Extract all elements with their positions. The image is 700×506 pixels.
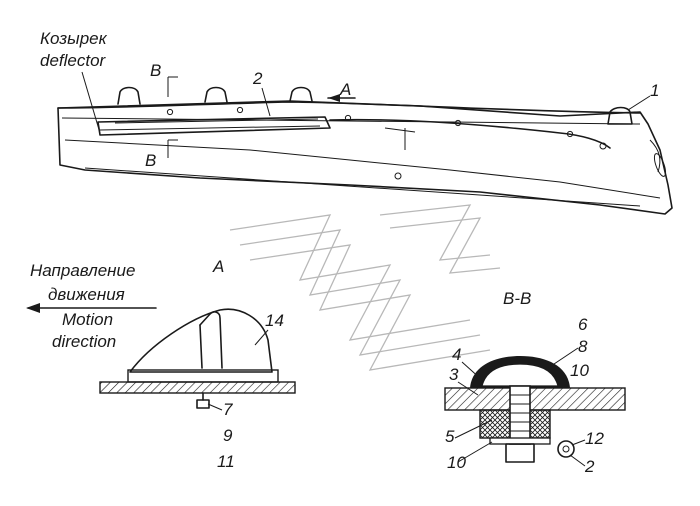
callout-2-bottom: 2 [584,457,595,476]
callout-14: 14 [265,311,284,330]
deflector-knobs [117,86,633,125]
callout-10-bottom: 10 [447,453,466,472]
callout-11: 11 [217,452,235,471]
view-a-top-label: A [339,80,351,99]
callout-2-top: 2 [252,69,263,88]
callout-4: 4 [452,345,461,364]
direction-label-ru-2: движения [48,285,125,304]
cut-b-bottom-label: B [145,151,156,170]
callout-6: 6 [578,315,588,334]
callout-9: 9 [223,426,233,445]
direction-label-en-2: direction [52,332,116,351]
callout-7: 7 [223,400,233,419]
callout-3: 3 [449,365,459,384]
view-a-arrow: A [327,80,356,102]
callout-8: 8 [578,337,588,356]
cut-b-top-label: B [150,61,161,80]
roof-deflector-body [57,100,673,215]
deflector-leader [81,71,101,134]
direction-label-ru-1: Направление [30,261,135,280]
section-cut-b-marks: B B [145,61,178,170]
view-a-detail-label: A [212,257,224,276]
callout-12: 12 [585,429,604,448]
watermark-logo [229,204,501,371]
callout-1: 1 [650,81,659,100]
view-a-detail [99,308,296,409]
callout-10-top: 10 [570,361,589,380]
section-bb-title: B-B [503,289,531,308]
deflector-label-en: deflector [40,51,107,70]
direction-label-en-1: Motion [62,310,113,329]
section-bb-detail [444,356,626,463]
deflector-label-ru: Козырек [40,29,108,48]
callout-5: 5 [445,427,455,446]
